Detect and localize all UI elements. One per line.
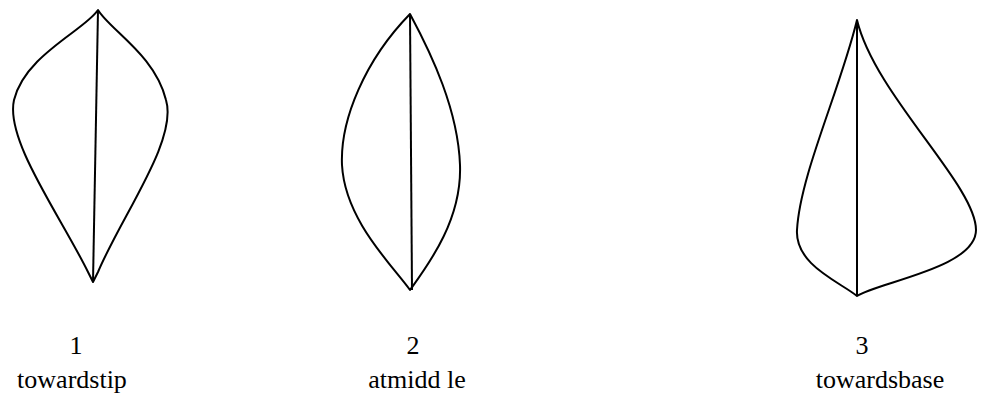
leaf-outline — [797, 20, 976, 296]
callout-number: 3 — [856, 332, 869, 360]
leaf-midrib — [856, 20, 858, 296]
leaf-outline — [13, 10, 168, 282]
leaf-midrib — [410, 14, 412, 290]
callout-number: 2 — [407, 332, 420, 360]
callout-number: 1 — [70, 332, 83, 360]
leaf-outline — [342, 14, 460, 290]
position-label: atmidd le — [368, 366, 465, 394]
leaf-midrib — [93, 10, 98, 282]
position-label: towardstip — [17, 366, 127, 394]
position-label: towardsbase — [816, 366, 945, 394]
